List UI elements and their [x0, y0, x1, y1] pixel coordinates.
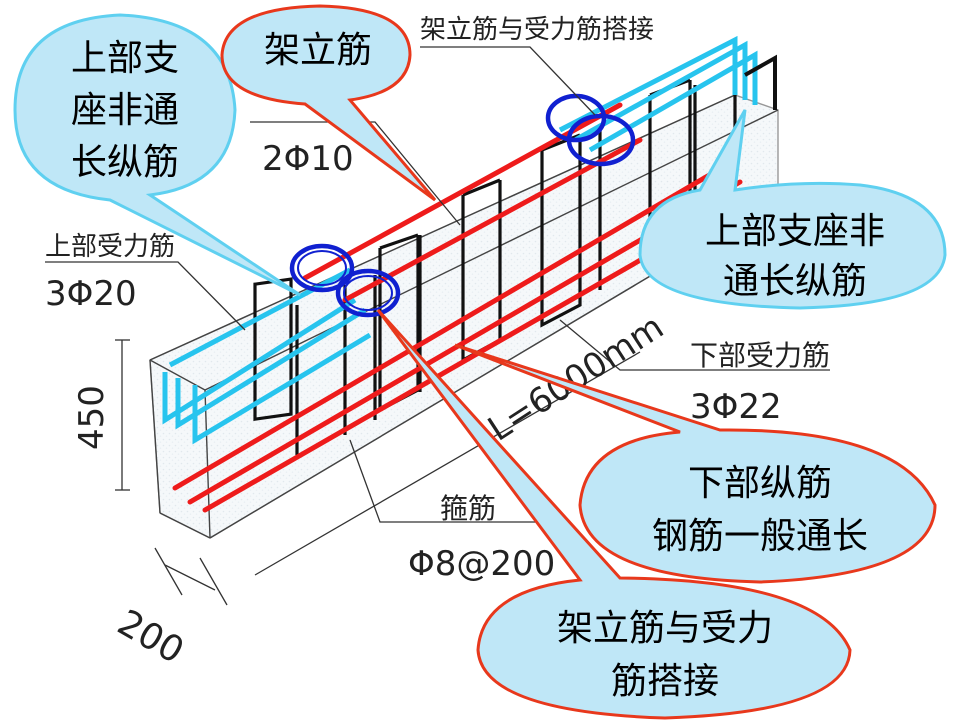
callout-top-left-line-3: 长纵筋: [71, 142, 179, 183]
width-dim-label: 200: [111, 602, 191, 672]
lap-note-label: 架立筋与受力筋搭接: [420, 15, 654, 45]
callout-erection-text: 架立筋: [264, 30, 372, 71]
callout-top-left-line-2: 座非通: [71, 90, 179, 131]
stirrup-spec-label: Φ8@200: [408, 544, 555, 584]
bottom-bar-name-label: 下部受力筋: [690, 339, 830, 372]
callout-bottom-long-line-2: 钢筋一般通长: [652, 516, 868, 557]
callout-right-top-line-2: 通长纵筋: [723, 261, 867, 302]
callout-bottom-long-line-1: 下部纵筋: [688, 463, 832, 504]
cyan-rebars: [162, 35, 758, 445]
top-bar-spec-label: 3Φ20: [45, 274, 137, 314]
callout-top-left: 上部支 座非通 长纵筋: [13, 13, 301, 297]
height-dim-label: 450: [72, 385, 112, 450]
callout-right-top-line-1: 上部支座非: [705, 211, 885, 252]
callout-lap-line-2: 筋搭接: [611, 661, 719, 702]
bottom-bar-spec-label: 3Φ22: [690, 387, 782, 427]
callout-erection: 架立筋: [220, 4, 437, 202]
callout-lap-line-1: 架立筋与受力: [557, 608, 773, 649]
top-bar-name-label: 上部受力筋: [45, 232, 175, 262]
callout-lap: 架立筋与受力 筋搭接: [376, 308, 852, 720]
erection-spec-label: 2Φ10: [262, 139, 354, 179]
callout-top-left-line-1: 上部支: [71, 38, 179, 79]
callout-bottom-long: 下部纵筋 钢筋一般通长: [454, 343, 937, 584]
dark-hooks: [744, 54, 777, 110]
stirrup-name-label: 箍筋: [440, 492, 496, 525]
callout-right-top: 上部支座非 通长纵筋: [638, 109, 947, 310]
